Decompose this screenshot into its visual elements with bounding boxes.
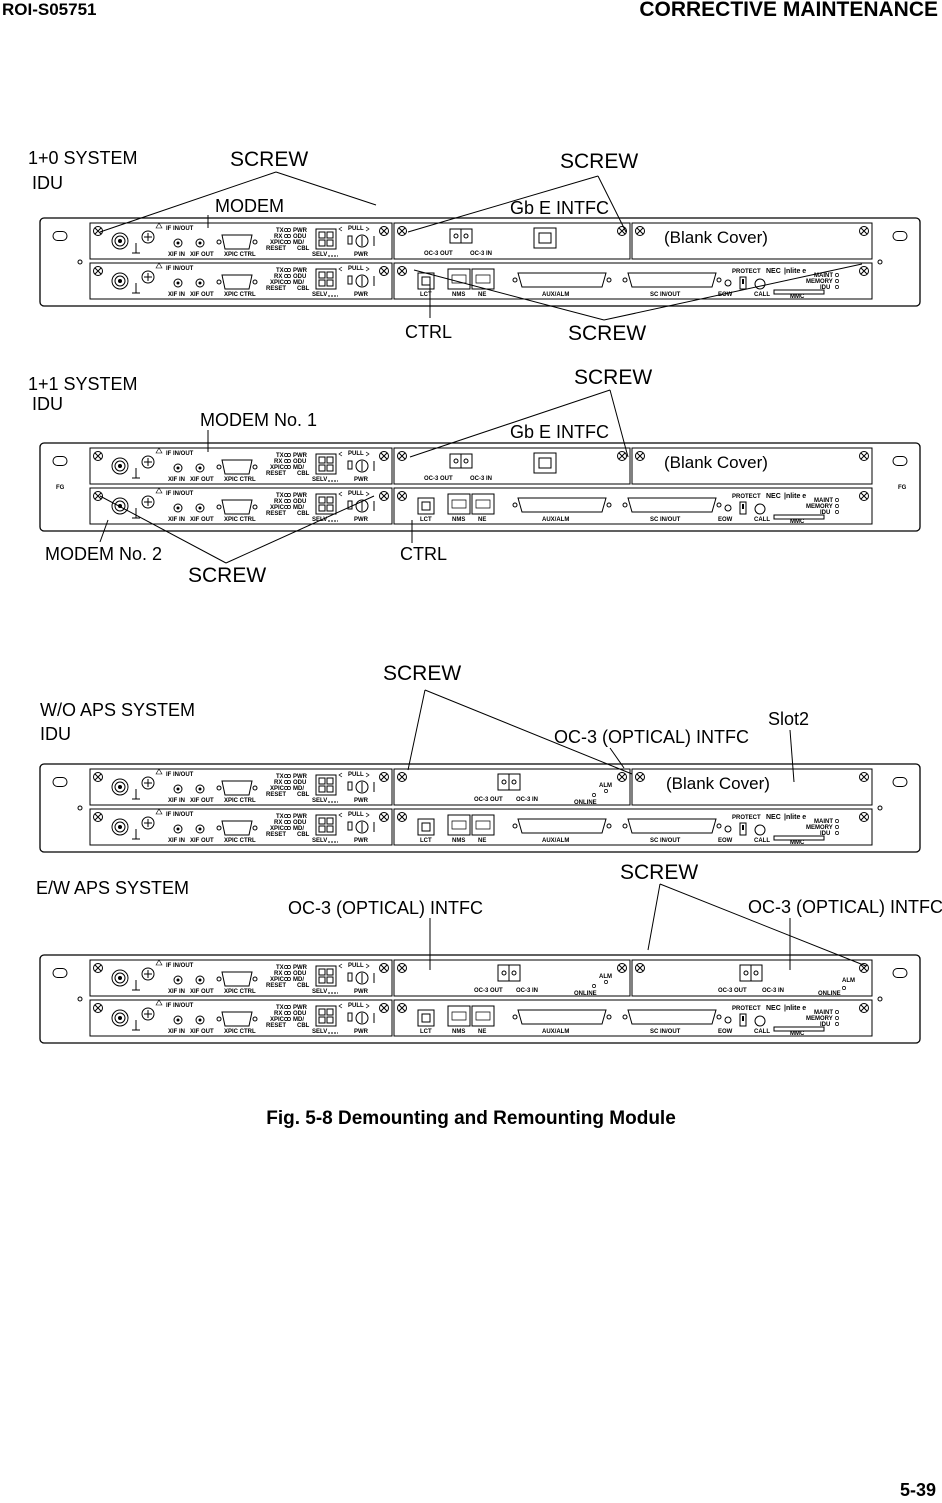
system-1-screw-bottom: SCREW — [568, 322, 647, 345]
system-1-screw-left: SCREW — [230, 148, 309, 171]
blank-cover-3: (Blank Cover) — [666, 774, 770, 793]
idu-chassis-1 — [39, 217, 921, 307]
system-2-screw-bottom: SCREW — [188, 564, 267, 587]
figure-caption: Fig. 5-8 Demounting and Remounting Modul… — [266, 1108, 676, 1129]
svg-text:ALM: ALM — [842, 978, 855, 984]
system-4-screw: SCREW — [620, 861, 699, 884]
system-4-oc3-right-label: OC-3 (OPTICAL) INTFC — [748, 897, 942, 917]
system-1-modem-label: MODEM — [215, 196, 284, 216]
system-4-oc3-left-label: OC-3 (OPTICAL) INTFC — [288, 898, 484, 918]
system-1-title: 1+0 SYSTEM — [28, 148, 138, 168]
system-2-title: 1+1 SYSTEM — [28, 374, 138, 394]
system-1-ctrl-label: CTRL — [405, 322, 453, 342]
system-2-modem1-label: MODEM No. 1 — [200, 410, 318, 430]
idu-chassis-4: OC-3 OUT OC-3 IN ALM ONLINE — [39, 954, 921, 1044]
system-2-screw-top: SCREW — [574, 366, 653, 389]
system-3-screw: SCREW — [383, 662, 462, 685]
svg-text:FG: FG — [898, 485, 907, 491]
section-title: CORRECTIVE MAINTENANCE — [639, 0, 938, 21]
system-2-idu-label: IDU — [32, 394, 63, 414]
system-3-slot2-label: Slot2 — [768, 709, 810, 729]
system-2-ctrl-label: CTRL — [400, 544, 448, 564]
idu-chassis-3 — [39, 763, 921, 853]
idu-chassis-2: FG FG — [39, 442, 921, 532]
system-2-gbe-label: Gb E INTFC — [510, 422, 610, 442]
system-3-idu-label: IDU — [40, 724, 71, 744]
system-1-gbe-label: Gb E INTFC — [510, 198, 610, 218]
svg-text:ONLINE: ONLINE — [818, 991, 841, 997]
system-1-idu-label: IDU — [32, 173, 63, 193]
blank-cover-2: (Blank Cover) — [664, 453, 768, 472]
system-1-screw-right: SCREW — [560, 150, 639, 173]
page-number: 5-39 — [899, 1480, 936, 1500]
svg-text:FG: FG — [56, 485, 65, 491]
svg-text:OC-3 IN: OC-3 IN — [762, 988, 784, 994]
system-4-title: E/W APS SYSTEM — [36, 878, 190, 898]
blank-cover-1: (Blank Cover) — [664, 228, 768, 247]
svg-text:OC-3 OUT: OC-3 OUT — [718, 988, 747, 994]
system-3-title: W/O APS SYSTEM — [40, 700, 196, 720]
system-2-modem2-label: MODEM No. 2 — [45, 544, 163, 564]
document-id: ROI-S05751 — [2, 0, 97, 19]
system-3-oc3-label: OC-3 (OPTICAL) INTFC — [554, 727, 750, 747]
